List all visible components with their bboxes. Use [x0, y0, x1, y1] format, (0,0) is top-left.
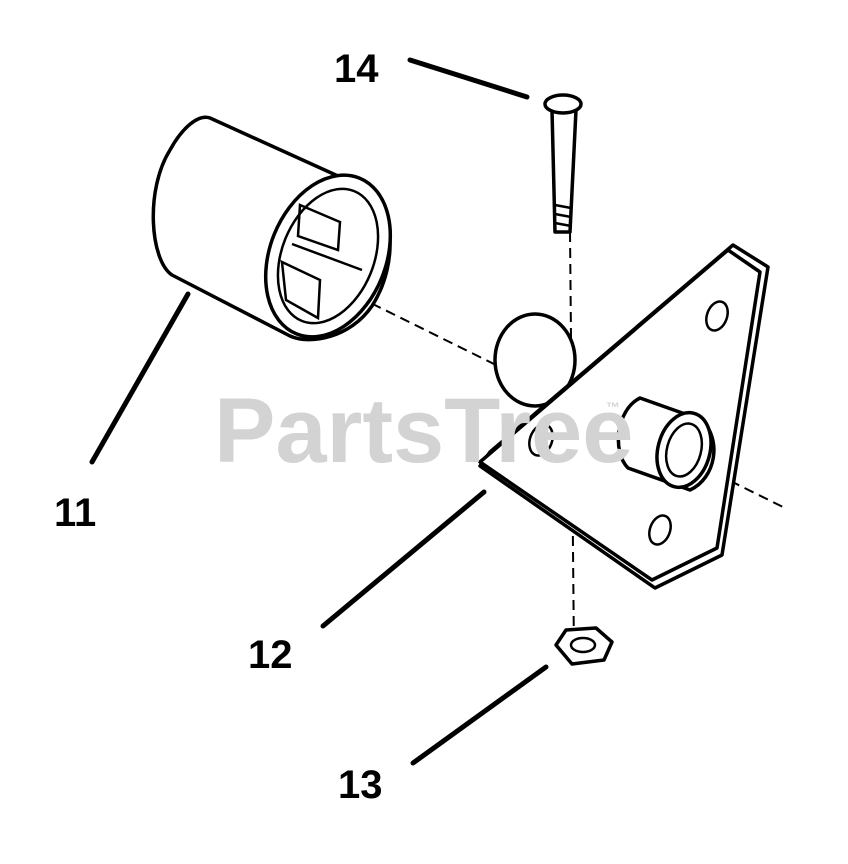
watermark: PartsTree ™	[214, 380, 633, 482]
bracket-hole-top	[705, 300, 729, 332]
bolt-thread-3	[554, 221, 572, 228]
bracket-spindle-end	[655, 410, 713, 490]
watermark-trademark: ™	[606, 399, 620, 415]
roller-spoke-lower	[280, 259, 322, 321]
bracket-rear-hub	[493, 312, 577, 408]
leader-line-12	[320, 489, 487, 629]
part-14-bolt	[543, 93, 583, 234]
leader-line-14	[407, 57, 530, 100]
roller-bore-inner	[276, 187, 380, 325]
bracket-hole-bottom	[648, 514, 672, 546]
roller-spoke-upper	[296, 203, 342, 252]
part-11-roller	[151, 115, 393, 342]
bolt-thread-2	[554, 212, 572, 219]
leader-line-13	[410, 664, 549, 766]
watermark-text: PartsTree	[214, 380, 633, 482]
callout-labels: 11 12 13 14	[54, 47, 383, 807]
roller-key-slot	[291, 242, 363, 272]
part-13-nut	[554, 626, 614, 666]
bracket-hole-left	[528, 423, 554, 457]
callout-14: 14	[334, 47, 379, 91]
bracket-spindle-bore	[664, 422, 704, 478]
bolt-thread-1	[554, 203, 572, 210]
callout-13: 13	[338, 763, 383, 807]
bracket-plate-face	[478, 248, 762, 582]
bolt-head	[543, 93, 583, 115]
nut-bore	[569, 636, 597, 654]
leader-line-11	[89, 291, 191, 465]
part-12-bracket	[478, 243, 770, 590]
callout-12: 12	[248, 633, 293, 677]
nut-hex	[554, 626, 614, 666]
callout-11: 11	[54, 491, 96, 535]
leader-lines	[89, 57, 549, 766]
